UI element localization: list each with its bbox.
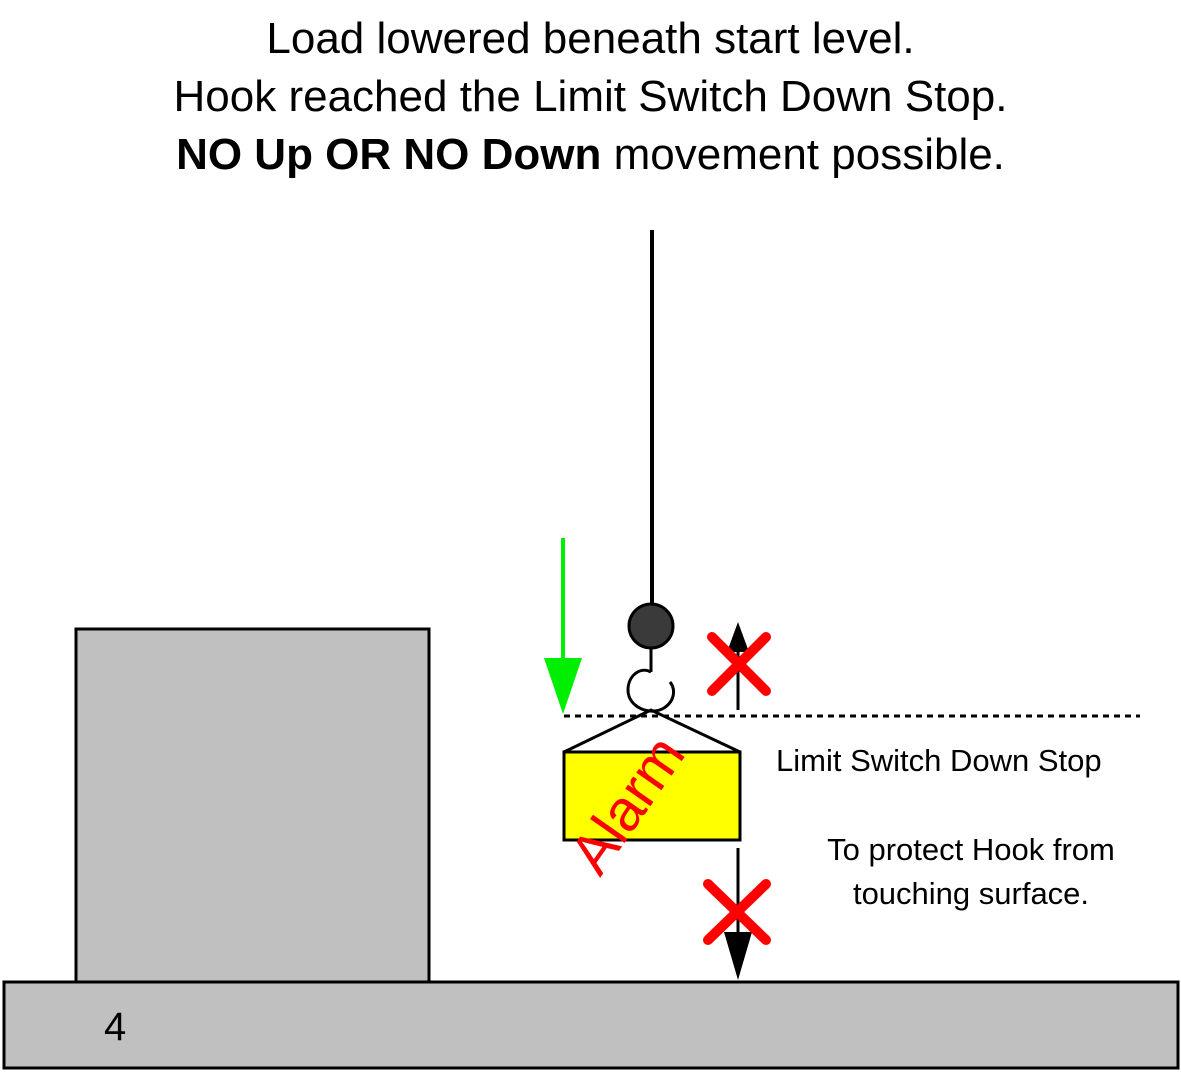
protect-label-line-2: touching surface. [853, 876, 1089, 911]
protect-label-line-1: To protect Hook from [827, 832, 1115, 867]
hook-icon [626, 668, 675, 713]
diagram-title: Load lowered beneath start level. Hook r… [0, 10, 1181, 184]
load-sling [563, 708, 741, 754]
yellow-load [562, 750, 742, 842]
limit-switch-label: Limit Switch Down Stop [776, 743, 1102, 778]
up-blocked-x-icon [707, 632, 771, 696]
floor-slab [2, 980, 1180, 1070]
title-line-2: Hook reached the Limit Switch Down Stop. [173, 72, 1008, 121]
gray-block [74, 627, 431, 984]
down-arrow-icon [544, 658, 582, 714]
title-line-3: NO Up OR NO Down movement possible. [0, 126, 1181, 184]
hook-ball [627, 602, 675, 650]
title-rest-part: movement possible. [601, 130, 1005, 179]
title-line-1: Load lowered beneath start level. [266, 14, 915, 63]
down-blocked-arrow-icon [724, 932, 752, 980]
title-bold-part: NO Up OR NO Down [176, 130, 602, 179]
floor-number: 4 [104, 1005, 126, 1049]
down-blocked-x-icon [703, 879, 771, 945]
up-arrow-icon [727, 622, 749, 652]
